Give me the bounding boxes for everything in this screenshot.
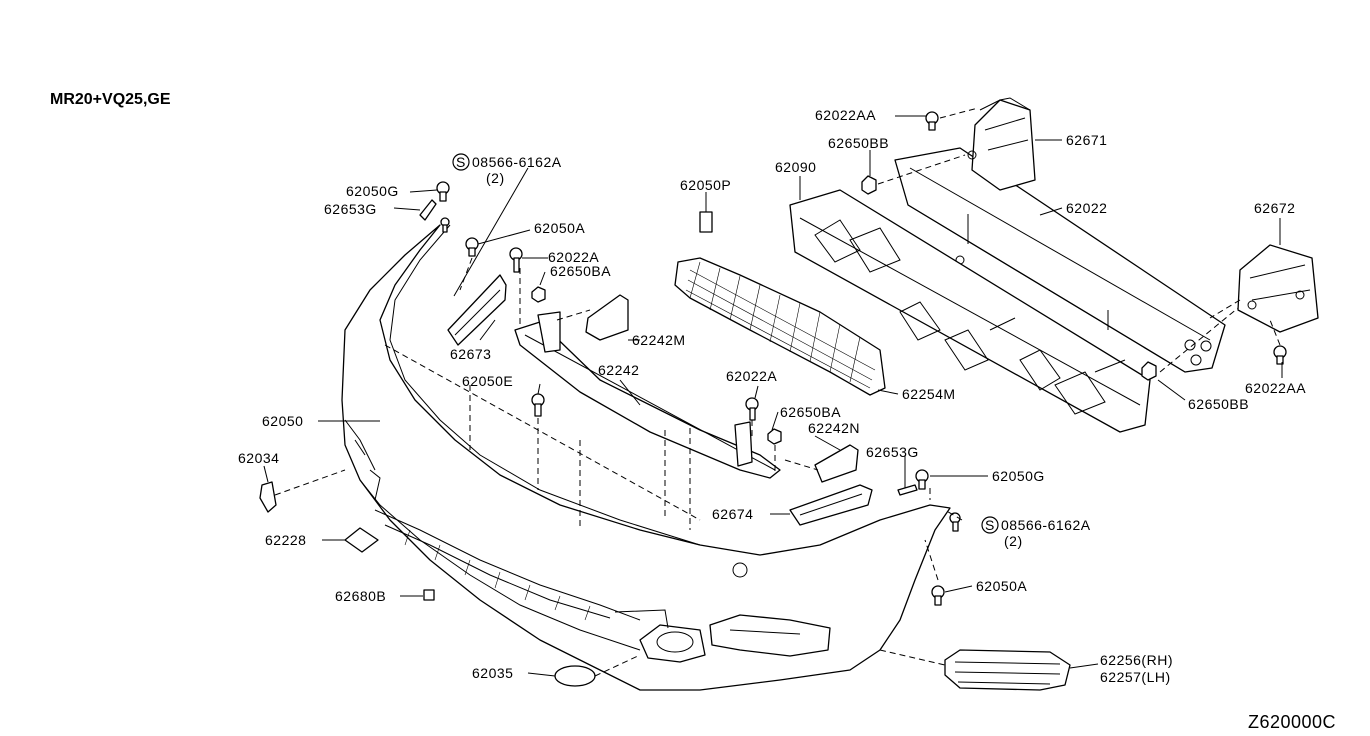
- bracket-62242N[interactable]: [814, 444, 859, 483]
- fog-lamp-finisher-62256-62257[interactable]: [944, 649, 1071, 691]
- nut-62650BB-top-icon: [861, 175, 877, 195]
- label-62257-lh[interactable]: 62257(LH): [1100, 669, 1171, 685]
- label-62022A-mid[interactable]: 62022A: [726, 368, 777, 384]
- front-grille-62254M[interactable]: [674, 257, 886, 396]
- label-62242[interactable]: 62242: [598, 362, 639, 378]
- label-62650BA-mid[interactable]: 62650BA: [780, 404, 841, 420]
- label-62050E[interactable]: 62050E: [462, 373, 513, 389]
- seal-62653G-right[interactable]: [897, 484, 918, 496]
- label-62256-rh[interactable]: 62256(RH): [1100, 652, 1173, 668]
- clip-62680B[interactable]: [423, 589, 435, 601]
- label-62050A-left[interactable]: 62050A: [534, 220, 585, 236]
- bumper-stay-bracket-62671[interactable]: [967, 97, 1036, 191]
- s-mark-top: S: [452, 153, 470, 171]
- label-62050[interactable]: 62050: [262, 413, 303, 429]
- bumper-retainer-62242[interactable]: [514, 311, 781, 479]
- label-62680B[interactable]: 62680B: [335, 588, 386, 604]
- part-labels: 62022AA 62650BB 62671 08566-6162A (2) 62…: [238, 107, 1306, 685]
- label-08566-top-qty: (2): [486, 170, 505, 186]
- front-bumper-fascia-62050[interactable]: [341, 224, 951, 691]
- label-62673[interactable]: 62673: [450, 346, 491, 362]
- svg-text:S: S: [456, 154, 466, 170]
- clip-62050A-right-icon: [931, 585, 945, 606]
- clip-62050E-icon: [531, 393, 545, 417]
- label-62650BB-top[interactable]: 62650BB: [828, 135, 889, 151]
- label-62650BA-top[interactable]: 62650BA: [550, 263, 611, 279]
- label-08566-right[interactable]: 08566-6162A: [1001, 517, 1091, 533]
- screw-08566-top-icon: [440, 217, 450, 233]
- cap-62035[interactable]: [554, 665, 596, 687]
- nut-62650BB-right-icon: [1141, 361, 1157, 381]
- bolt-62022A-top-icon: [509, 247, 523, 273]
- label-62090[interactable]: 62090: [775, 159, 816, 175]
- label-62022A-top[interactable]: 62022A: [548, 249, 599, 265]
- label-62653G-right[interactable]: 62653G: [866, 444, 919, 460]
- label-62022AA-top[interactable]: 62022AA: [815, 107, 876, 123]
- label-62050G-right[interactable]: 62050G: [992, 468, 1045, 484]
- label-62242N[interactable]: 62242N: [808, 420, 860, 436]
- label-62650BB-right[interactable]: 62650BB: [1188, 396, 1249, 412]
- label-62050G-left[interactable]: 62050G: [346, 183, 399, 199]
- label-62653G-left[interactable]: 62653G: [324, 201, 377, 217]
- screw-08566-right-icon: [949, 512, 961, 532]
- nut-62650BA-top-icon: [531, 286, 546, 303]
- lower-grille-strip: [374, 509, 641, 621]
- clip-62050G-left-icon: [436, 181, 450, 202]
- clip-62050P-icon: [699, 211, 713, 233]
- label-62674[interactable]: 62674: [712, 506, 753, 522]
- side-bracket-62674[interactable]: [789, 484, 873, 526]
- bolt-62022A-mid-icon: [745, 397, 759, 421]
- bolt-62022AA-right-icon: [1273, 345, 1287, 365]
- bumper-energy-absorber-62090[interactable]: [789, 189, 1151, 433]
- bumper-stay-bracket-62672[interactable]: [1237, 244, 1319, 333]
- label-62022[interactable]: 62022: [1066, 200, 1107, 216]
- label-62671[interactable]: 62671: [1066, 132, 1107, 148]
- label-62228[interactable]: 62228: [265, 532, 306, 548]
- plate-62228[interactable]: [344, 527, 379, 553]
- label-62254M[interactable]: 62254M: [902, 386, 956, 402]
- svg-text:S: S: [985, 517, 995, 533]
- fastener-icons: [436, 111, 1287, 606]
- bolt-62022AA-top-icon: [925, 111, 939, 131]
- label-62035[interactable]: 62035: [472, 665, 513, 681]
- label-62242M[interactable]: 62242M: [632, 332, 686, 348]
- side-bracket-62673[interactable]: [447, 274, 507, 346]
- installation-guide-lines: [274, 107, 1281, 677]
- label-08566-top[interactable]: 08566-6162A: [472, 154, 562, 170]
- label-62034[interactable]: 62034: [238, 450, 279, 466]
- leader-lines: [263, 115, 1283, 677]
- seal-62653G-left[interactable]: [419, 199, 437, 221]
- nut-62650BA-mid-icon: [767, 428, 782, 445]
- s-mark-right: S: [981, 516, 999, 534]
- label-62050A-right[interactable]: 62050A: [976, 578, 1027, 594]
- bracket-62242M[interactable]: [585, 294, 629, 341]
- label-62050P[interactable]: 62050P: [680, 177, 731, 193]
- cover-62034[interactable]: [259, 481, 277, 513]
- clip-62050A-left-icon: [465, 237, 479, 257]
- label-62672[interactable]: 62672: [1254, 200, 1295, 216]
- engine-header: MR20+VQ25,GE: [50, 91, 171, 108]
- clip-62050G-right-icon: [915, 469, 929, 490]
- label-08566-right-qty: (2): [1004, 533, 1023, 549]
- label-62022AA-right[interactable]: 62022AA: [1245, 380, 1306, 396]
- catalog-code: Z620000C: [1248, 712, 1336, 732]
